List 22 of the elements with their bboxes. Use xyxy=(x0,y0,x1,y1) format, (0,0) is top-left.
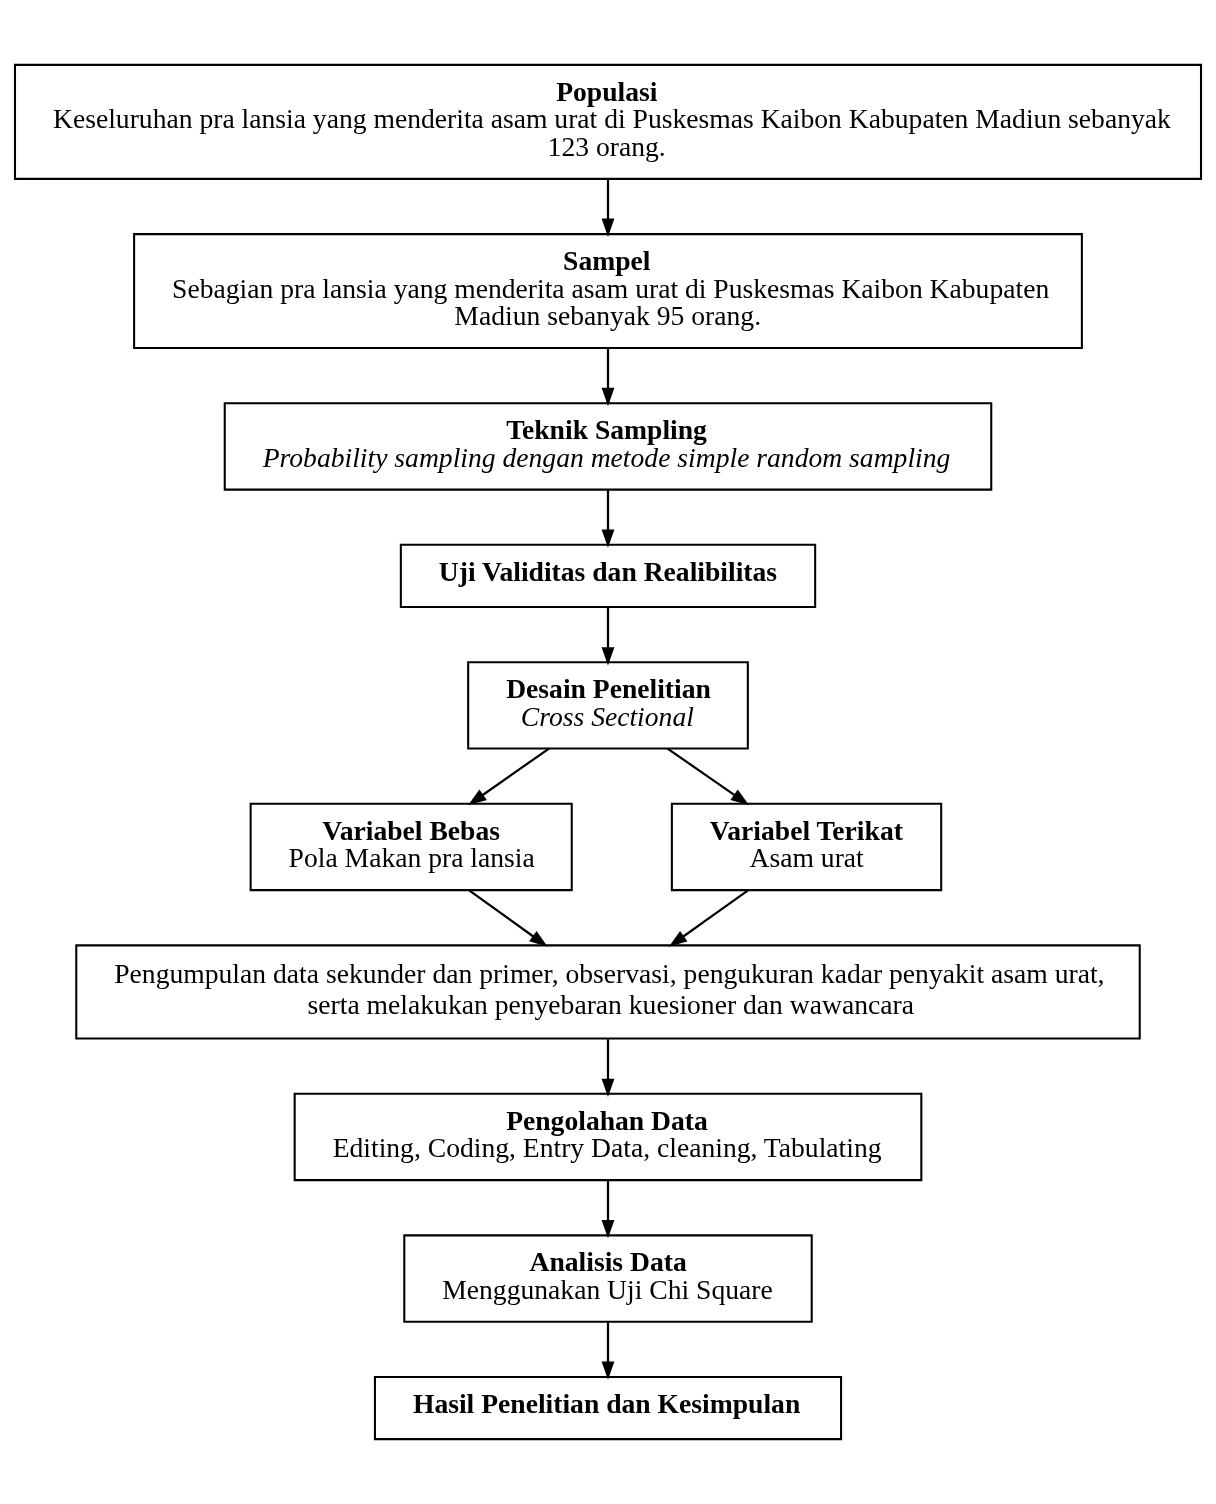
node-box: Desain Penelitian Cross Sectional xyxy=(467,661,749,750)
node-box: Variabel Terikat Asam urat xyxy=(670,802,943,892)
node-box: Uji Validitas dan Realibilitas xyxy=(399,543,817,609)
node-box: Teknik Sampling Probability sampling dengan metode simple random sampling xyxy=(223,402,993,491)
node-box: Pengumpulan data sekunder dan primer, observasi, pengukuran kadar penyakit asam urat, serta melakukan penyebaran kuesioner dan wawancara xyxy=(75,944,1141,1040)
node-box: Populasi Keseluruhan pra lansia yang menderita asam urat di Puskesmas Kaibon Kabupaten Madiun sebanyak 123 orang. xyxy=(13,63,1203,180)
arrow xyxy=(668,889,749,947)
arrow xyxy=(601,1039,615,1097)
arrow xyxy=(601,1322,615,1380)
node-box: Pengolahan Data Editing, Coding, Entry Data, cleaning, Tabulating xyxy=(293,1092,923,1182)
node-box: Sampel Sebagian pra lansia yang menderita asam urat di Puskesmas Kaibon Kabupaten Madiun sebanyak 95 orang. xyxy=(133,233,1083,350)
arrow xyxy=(601,348,615,407)
arrow xyxy=(468,889,548,947)
node-box: Analisis Data Menggunakan Uji Chi Square xyxy=(403,1234,813,1323)
arrow xyxy=(468,747,550,806)
arrow xyxy=(601,1180,615,1239)
node-box: Hasil Penelitian dan Kesimpulan xyxy=(373,1375,843,1441)
arrow xyxy=(601,179,615,237)
node-box: Variabel Bebas Pola Makan pra lansia xyxy=(249,802,573,892)
arrow xyxy=(601,607,615,666)
arrow xyxy=(601,490,615,548)
arrow xyxy=(666,747,750,806)
